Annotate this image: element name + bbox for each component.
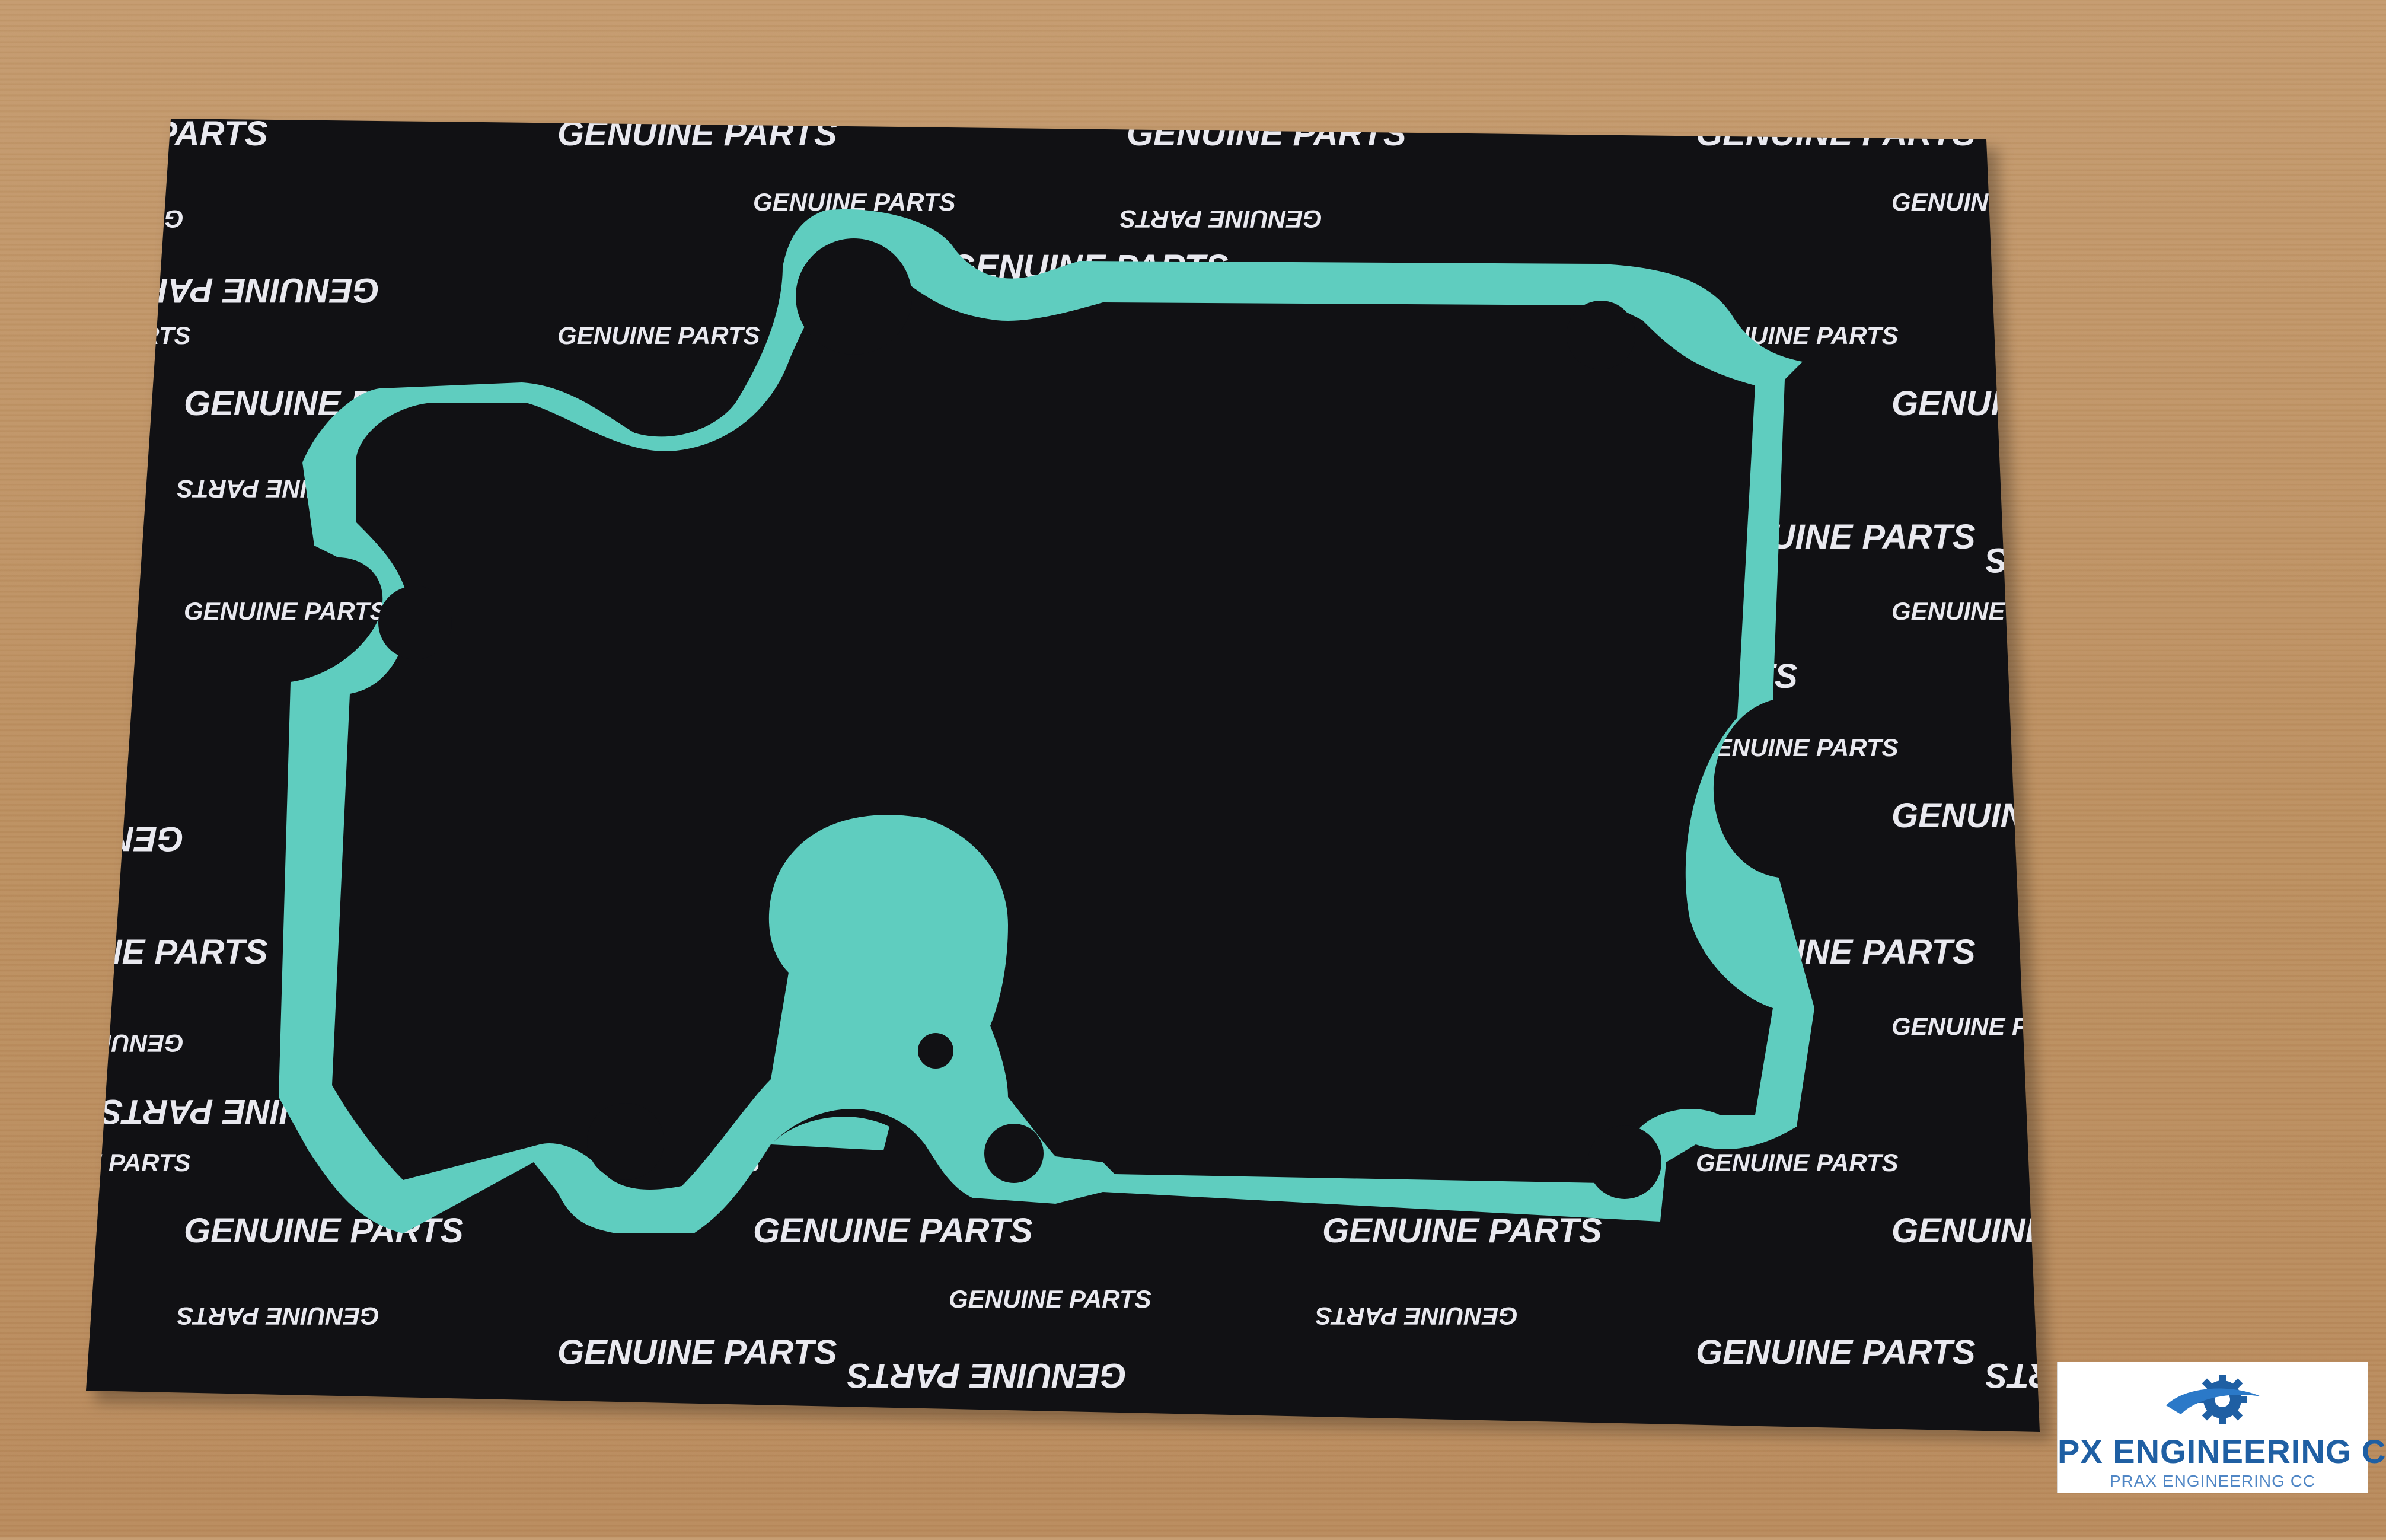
card-print-text: GENUINE PARTS <box>2259 1029 2386 1057</box>
card-print-text: GENUINE PARTS <box>557 321 760 349</box>
card-print-text: GENUINE PARTS <box>557 114 837 153</box>
card-print-text: GENUINE PARTS <box>753 1211 1033 1250</box>
card-print-text: GENUINE PARTS <box>0 114 268 153</box>
card-print-text: GENUINE PARTS <box>1322 1211 1602 1250</box>
card-print-text: GENUINE PARTS <box>2265 114 2386 153</box>
card-print-text: GENUINE PARTS <box>2087 657 2367 696</box>
card-print-text: GENUINE PARTS <box>1316 1302 1519 1330</box>
card-print-text: GENUINE PARTS <box>1891 384 2171 423</box>
card-print-text: GENUINE PARTS <box>1891 597 2094 625</box>
gasket-bolt-hole <box>1567 301 1635 369</box>
card-print-text: GENUINE PARTS <box>2265 321 2386 349</box>
card-print-text: GENUINE PARTS <box>0 321 191 349</box>
card-print-text: GENUINE PARTS <box>1696 114 1976 153</box>
gasket-bolt-hole <box>378 586 452 659</box>
card-print-text: GENUINE PARTS <box>557 1333 837 1372</box>
company-watermark: PX ENGINEERING CC PRAX ENGINEERING CC <box>2057 1362 2368 1493</box>
card-print-text: GENUINE PARTS <box>0 820 184 858</box>
card-print-text: GENUINE PARTS <box>1696 734 1899 761</box>
card-print-text: GENUINE PARTS <box>949 1285 1151 1313</box>
card-print-text: GENUINE PARTS <box>1891 796 2171 835</box>
card-print-text: GENUINE PARTS <box>100 271 379 310</box>
card-print-text: GENUINE PARTS <box>0 1149 191 1176</box>
card-print-text: GENUINE PARTS <box>2087 458 2290 486</box>
card-print-text: GENUINE PARTS <box>2087 248 2367 286</box>
card-print-text: GENUINE PARTS <box>1696 1333 1976 1372</box>
card-print-text: GENUINE PARTS <box>184 597 387 625</box>
card-print-text: GENUINE PARTS <box>2265 933 2386 971</box>
company-subname: PRAX ENGINEERING CC <box>2058 1472 2368 1491</box>
card-print-text: GENUINE PARTS <box>2087 1069 2367 1108</box>
card-print-text: GENUINE PARTS <box>1127 114 1406 153</box>
gasket-bolt-hole <box>796 238 912 355</box>
gasket-bolt-hole <box>1588 1125 1661 1199</box>
company-name: PX ENGINEERING CC <box>2058 1432 2368 1471</box>
gasket-bolt-hole <box>587 1103 664 1180</box>
card-print-text: GENUINE PARTS <box>2087 1285 2290 1313</box>
card-print-text: GENUINE PARTS <box>2377 1092 2386 1131</box>
card-print-text: GENUINE PARTS <box>2377 271 2386 310</box>
card-print-text: GENUINE PARTS <box>2087 873 2290 901</box>
gear-swoosh-icon <box>2163 1373 2264 1426</box>
card-print-text: GENUINE PARTS <box>1120 205 1323 233</box>
card-print-text: GENUINE PARTS <box>0 933 268 971</box>
card-print-text: GENUINE PARTS <box>2063 751 2266 779</box>
card-print-text: GENUINE PARTS <box>0 1029 184 1057</box>
card-print-text: GENUINE PARTS <box>847 1356 1127 1395</box>
gasket-bolt-hole <box>984 1124 1044 1183</box>
card-print-text: GENUINE PARTS <box>2265 1149 2386 1176</box>
card-print-text: GENUINE PARTS <box>2181 820 2386 858</box>
card-print-text: GENUINE PARTS <box>2259 205 2386 233</box>
card-print-text: GENUINE PARTS <box>1696 1149 1899 1176</box>
card-print-text: GENUINE PARTS <box>1985 541 2265 579</box>
gasket-bolt-hole <box>918 1033 953 1069</box>
card-print-text: GENUINE PARTS <box>1891 1012 2094 1040</box>
card-print-text: GENUINE PARTS <box>177 1302 380 1330</box>
card-print-text: GENUINE PARTS <box>0 205 184 233</box>
